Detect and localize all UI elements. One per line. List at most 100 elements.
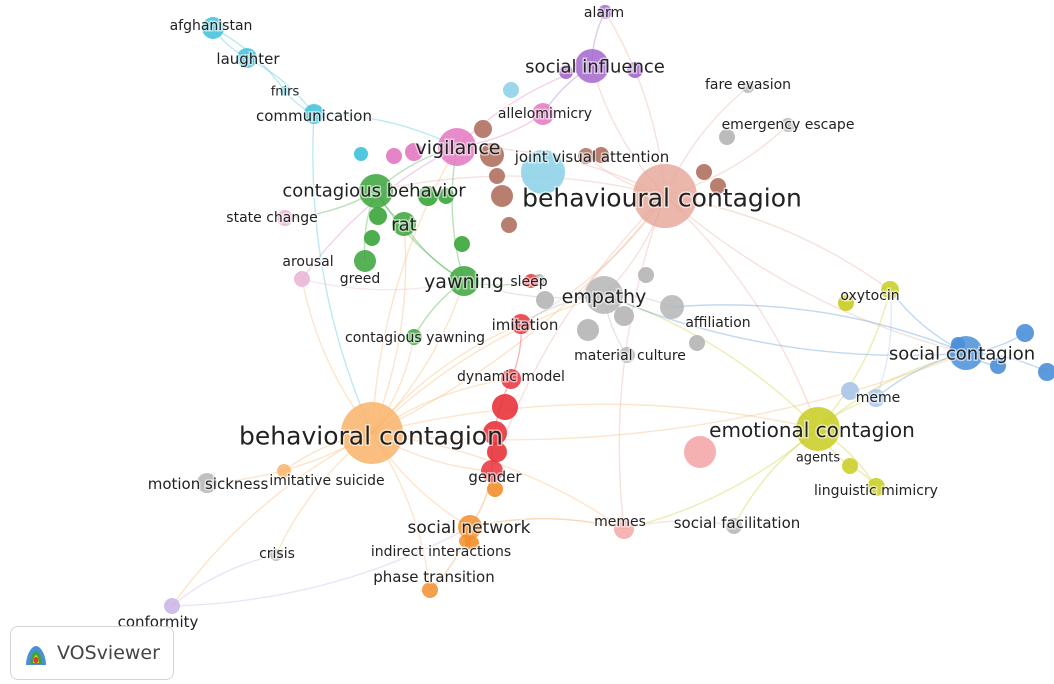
node-allelomimicry[interactable] [532, 103, 554, 125]
node-n-sc-2[interactable] [1038, 363, 1054, 381]
node-n-emp-3[interactable] [614, 306, 634, 326]
node-yawning[interactable] [449, 266, 479, 296]
label-sleep: sleep [510, 274, 547, 290]
label-gender: gender [468, 468, 522, 486]
node-n-pkm-1[interactable] [684, 436, 716, 468]
node-meme[interactable] [867, 389, 885, 407]
node-n-br-8[interactable] [593, 147, 609, 163]
node-n-br-4[interactable] [491, 185, 513, 207]
node-sleep[interactable] [524, 274, 538, 288]
edge-conformity-social-network [171, 526, 471, 607]
node-crisis[interactable] [270, 549, 282, 561]
node-communication[interactable] [304, 104, 324, 124]
node-n-br-7[interactable] [710, 178, 726, 194]
node-n-gr-2[interactable] [418, 186, 438, 206]
node-empathy[interactable] [585, 276, 623, 314]
edge-yawning-contagious-behavior [375, 190, 465, 282]
node-alarm[interactable] [598, 5, 612, 19]
node-n-gr-4[interactable] [454, 236, 470, 252]
label-fnirs: fnirs [271, 85, 300, 100]
node-emotional-contagion[interactable] [796, 407, 840, 451]
label-dynamic-model: dynamic model [457, 369, 565, 385]
node-n-br-2[interactable] [480, 143, 504, 167]
node-n-emp-1[interactable] [536, 291, 554, 309]
node-imitative-suicide[interactable] [277, 464, 291, 478]
node-indirect-interactions[interactable] [459, 535, 471, 547]
node-oxytocin[interactable] [881, 281, 899, 299]
node-n-br-6[interactable] [696, 164, 712, 180]
node-n-meme-1[interactable] [841, 382, 859, 400]
node-joint-visual-attention[interactable] [578, 148, 594, 164]
node-social-contagion[interactable] [949, 336, 983, 370]
node-laughter[interactable] [237, 48, 257, 68]
label-behavioral-contagion: behavioral contagion [239, 422, 503, 451]
edge-emotional-contagion-oxytocin [817, 289, 891, 430]
node-n-red-3[interactable] [487, 442, 507, 462]
label-social-facilitation: social facilitation [674, 514, 801, 532]
node-n-red-2[interactable] [483, 421, 507, 445]
node-material-culture[interactable] [619, 347, 635, 363]
edge-yawning-vigilance [451, 146, 465, 282]
node-n-br-5[interactable] [501, 217, 517, 233]
edge-meme-oxytocin [875, 289, 893, 399]
node-gender[interactable] [481, 460, 503, 482]
node-affiliation[interactable] [660, 295, 684, 319]
node-n-ox-1[interactable] [838, 295, 854, 311]
node-phase-transition[interactable] [422, 582, 438, 598]
node-n-red-1[interactable] [492, 394, 518, 420]
node-n-gy-1[interactable] [719, 129, 735, 145]
edge-behavioural-contagion-emotional-contagion [664, 195, 819, 430]
node-memes[interactable] [614, 519, 634, 539]
node-imitation[interactable] [511, 314, 531, 334]
node-n-emp-4[interactable] [638, 267, 654, 283]
node-vigilance[interactable] [438, 128, 476, 166]
node-agents[interactable] [842, 458, 858, 474]
node-social-influence[interactable] [575, 49, 609, 83]
node-motion-sickness[interactable] [197, 473, 217, 493]
label-crisis: crisis [259, 546, 295, 562]
node-n-gr-1[interactable] [369, 207, 387, 225]
label-indirect-interactions: indirect interactions [371, 544, 511, 560]
node-fare-evasion[interactable] [742, 81, 754, 93]
node-n-pk-1[interactable] [386, 148, 402, 164]
node-behavioral-contagion[interactable] [341, 402, 403, 464]
node-linguistic-mimicry[interactable] [867, 478, 885, 496]
node-n-br-1[interactable] [474, 120, 492, 138]
vosviewer-logo-icon [26, 646, 46, 665]
node-n-cy-3[interactable] [521, 150, 565, 194]
label-imitation: imitation [492, 316, 559, 334]
node-n-aff-1[interactable] [689, 335, 705, 351]
node-behavioural-contagion[interactable] [633, 164, 697, 228]
node-contagious-behavior[interactable] [359, 174, 393, 208]
node-fnirs[interactable] [280, 86, 290, 96]
node-n-br-3[interactable] [489, 168, 505, 184]
node-n-cy-1[interactable] [354, 147, 368, 161]
edge-communication-behavioral-contagion [312, 113, 373, 434]
label-material-culture: material culture [574, 348, 686, 364]
node-state-change[interactable] [277, 210, 293, 226]
node-dynamic-model[interactable] [501, 369, 521, 389]
node-n-cy-2[interactable] [503, 82, 519, 98]
node-contagious-yawning[interactable] [406, 329, 422, 345]
node-n-pk-2[interactable] [405, 143, 423, 161]
node-rat[interactable] [392, 212, 416, 236]
node-n-emp-2[interactable] [577, 319, 599, 341]
label-social-contagion: social contagion [889, 344, 1035, 365]
node-n-or-1[interactable] [487, 481, 503, 497]
node-n-pu-1[interactable] [627, 62, 643, 78]
node-n-sc-3[interactable] [990, 358, 1006, 374]
node-greed[interactable] [354, 250, 376, 272]
node-conformity[interactable] [164, 598, 180, 614]
node-afghanistan[interactable] [202, 17, 224, 39]
node-arousal[interactable] [294, 271, 310, 287]
node-n-sc-1[interactable] [1016, 324, 1034, 342]
node-n-gr-3[interactable] [438, 188, 454, 204]
label-yawning: yawning [424, 271, 504, 293]
node-social-network[interactable] [458, 515, 482, 539]
label-imitative-suicide: imitative suicide [269, 473, 384, 489]
edge-behavioral-contagion-vigilance [371, 146, 458, 434]
node-emergency-escape[interactable] [781, 118, 795, 132]
node-social-facilitation[interactable] [726, 518, 742, 534]
node-n-pu-2[interactable] [559, 65, 573, 79]
node-n-gr-5[interactable] [364, 230, 380, 246]
